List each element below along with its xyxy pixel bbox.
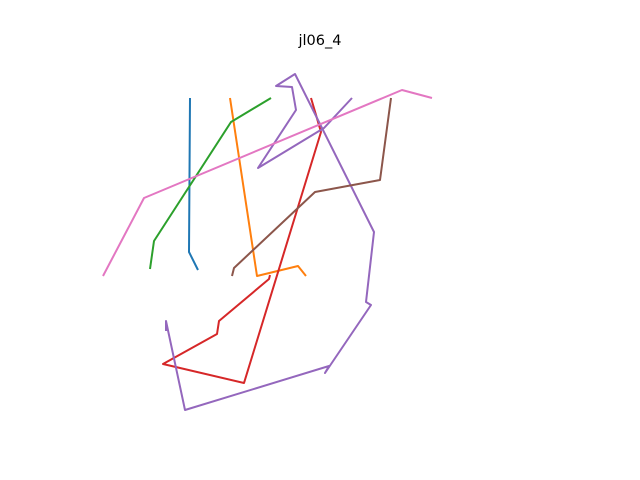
stroke-7 <box>102 89 433 277</box>
stroke-4 <box>162 97 322 384</box>
stroke-6 <box>231 97 392 277</box>
stroke-5 <box>165 73 375 411</box>
stroke-2 <box>229 97 307 277</box>
stroke-3 <box>149 97 272 270</box>
figure-title: jl06_4 <box>298 33 342 49</box>
stroke-1 <box>188 97 199 271</box>
